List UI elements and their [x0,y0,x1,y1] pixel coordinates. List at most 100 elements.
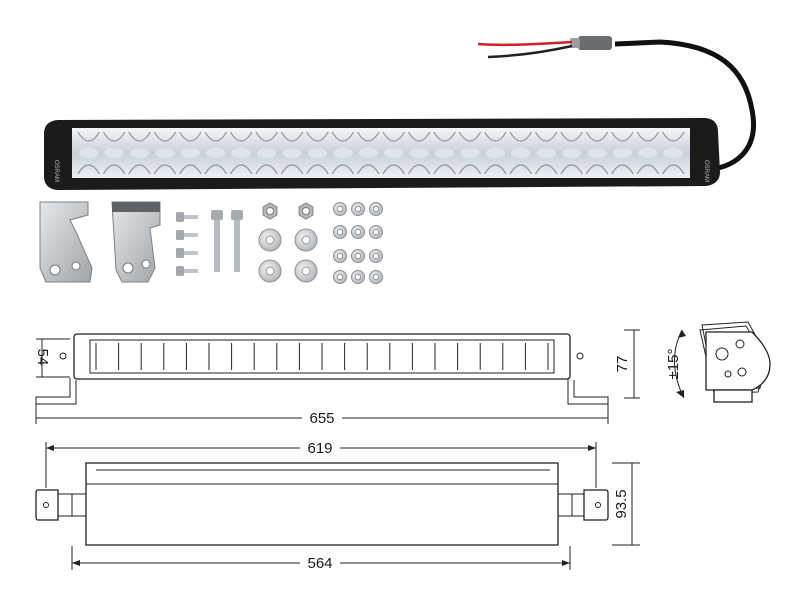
brand-mark-left: OSRAM [53,160,59,182]
connector-cap [570,38,580,48]
led-reflector [484,131,507,142]
screw-head [176,230,184,240]
led-reflector [662,164,685,175]
led-emitter [307,148,328,158]
connector [578,36,612,50]
long-bolt-2 [231,210,243,272]
washer-hole [354,273,362,281]
led-reflector [611,131,634,142]
front-view-drawing: 54 655 [34,333,609,427]
led-reflector [534,131,558,142]
front-view-led-segments [95,343,549,370]
mounting-bracket-right [111,201,161,283]
led-reflector [560,131,583,142]
led-reflector [382,164,405,175]
washer-hole [372,252,380,260]
led-reflector [407,131,431,142]
screw-shank [184,251,198,255]
dim-tilt-angle: ±15° [665,349,682,380]
washer-hole [336,252,344,260]
led-reflector [585,164,609,175]
led-reflector [611,164,634,175]
washer-hole [336,228,344,236]
led-reflector [128,131,151,142]
led-reflector [509,164,533,175]
led-reflector [77,131,100,142]
led-emitter [155,148,175,158]
washer-hole [354,205,362,213]
wire-black [487,44,573,59]
led-emitter [333,148,353,158]
led-reflector [280,131,304,142]
led-reflector [484,164,507,175]
large-washers [258,228,318,283]
led-reflector [534,164,558,175]
brand-mark-right: OSRAM [703,160,709,182]
led-emitter [485,148,506,158]
led-emitter [561,148,582,158]
power-cable [614,39,756,173]
washer-hole [336,273,344,281]
led-reflector [179,164,202,175]
dim-end-height: 77 [614,356,631,373]
led-emitter [536,148,556,158]
dim-overall-width: 655 [309,410,334,427]
led-emitter [638,148,658,158]
led-emitter [256,148,277,158]
dim-body-depth: 93.5 [613,489,630,518]
washer-hole [336,205,344,213]
washer-hole [301,235,311,245]
led-emitter [129,148,150,158]
led-reflector [204,164,228,175]
led-reflector [458,131,482,142]
dim-body-length: 564 [307,555,332,572]
led-reflector [433,131,456,142]
led-reflector [560,164,583,175]
screw-shank [184,215,198,219]
nut-hole [302,207,310,215]
screw-head [176,212,184,222]
led-reflector [331,131,355,142]
led-emitter [79,148,99,158]
washer-hole [265,235,275,245]
led-emitter [409,148,429,158]
led-reflector [382,131,405,142]
led-reflector [255,164,278,175]
led-reflector [357,131,380,142]
led-reflector [128,164,151,175]
led-cells [77,131,685,175]
led-emitter [358,148,378,158]
led-reflector [357,164,380,175]
led-reflector [102,164,126,175]
led-reflector [306,131,329,142]
led-emitter [460,148,480,158]
long-bolt-1 [211,210,223,272]
top-view-drawing: 619 93.5 564 [35,439,640,572]
led-reflector [204,131,228,142]
led-emitter [587,148,607,158]
screw-shank [184,269,198,273]
led-reflector [153,164,177,175]
led-reflector [585,131,609,142]
mounting-bracket-left [39,201,93,283]
light-bar-lens [72,128,690,178]
screw-head [176,266,184,276]
led-emitter [663,148,684,158]
led-reflector [229,164,253,175]
washer-hole [301,266,311,276]
washer-hole [372,228,380,236]
led-emitter [384,148,404,158]
screw-head [176,248,184,258]
screw-shank [184,233,198,237]
led-emitter [104,148,124,158]
led-reflector [280,164,304,175]
led-emitter [434,148,455,158]
accessories [39,201,383,284]
led-reflector [255,131,278,142]
dim-side-height: 54 [34,349,51,366]
led-reflector [102,131,126,142]
led-reflector [179,131,202,142]
end-view-drawing: 77 ±15° [614,321,771,403]
led-reflector [509,131,533,142]
washer-hole [265,266,275,276]
